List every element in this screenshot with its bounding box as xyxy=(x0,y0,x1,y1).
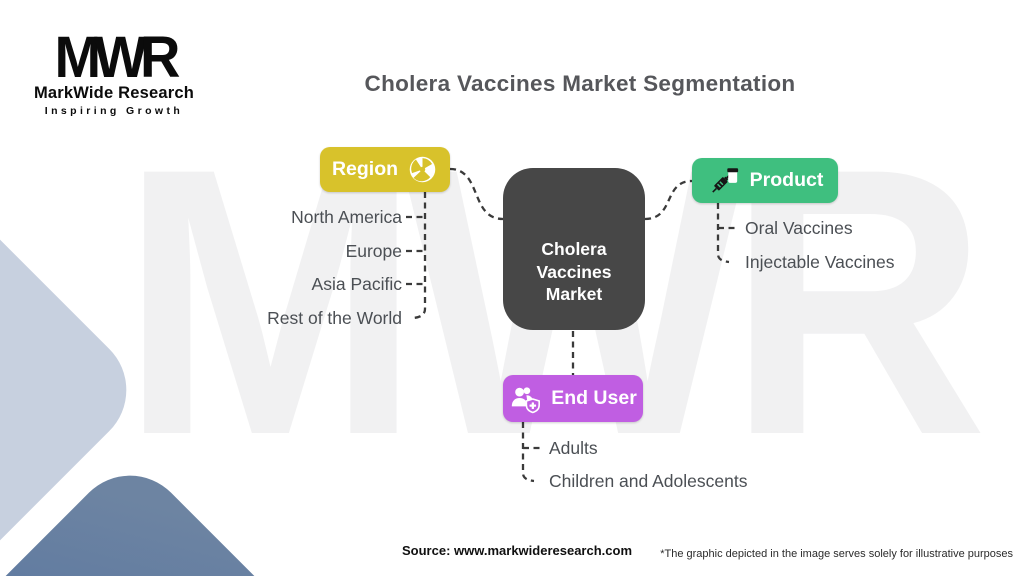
segment-item-rest-of-world: Rest of the World xyxy=(267,308,402,328)
branch-region-label: Region xyxy=(331,158,399,180)
patients-icon xyxy=(509,383,542,414)
segment-item-asia-pacific: Asia Pacific xyxy=(311,274,402,294)
source-text: Source: www.markwideresearch.com xyxy=(402,543,633,558)
segment-item-oral-vaccines: Oral Vaccines xyxy=(745,218,853,238)
center-node-label: Cholera Vaccines Market xyxy=(536,238,612,305)
segment-item-children-adolescents: Children and Adolescents xyxy=(549,471,748,491)
page-title: Cholera Vaccines Market Segmentation xyxy=(364,71,796,96)
segment-item-europe: Europe xyxy=(345,241,402,261)
segment-item-north-america: North America xyxy=(291,207,402,227)
branch-end-user: End User xyxy=(503,375,643,422)
branch-region: Region xyxy=(320,147,450,192)
markwide-logo: MWR MarkWide Research Inspiring Growth xyxy=(30,23,198,118)
segment-item-adults: Adults xyxy=(549,438,598,458)
center-node: Cholera Vaccines Market xyxy=(503,168,645,330)
logo-name: MarkWide Research xyxy=(33,84,195,103)
branch-product-label: Product xyxy=(749,169,824,191)
globe-icon xyxy=(407,154,438,185)
disclaimer-text: *The graphic depicted in the image serve… xyxy=(660,548,1013,560)
logo-acronym: MWR xyxy=(54,23,181,90)
branch-end-user-label: End User xyxy=(551,387,637,409)
segment-item-injectable-vaccines: Injectable Vaccines xyxy=(745,252,895,272)
syringe-icon xyxy=(707,165,741,197)
branch-product: Product xyxy=(692,158,838,203)
logo-tagline: Inspiring Growth xyxy=(44,105,184,118)
